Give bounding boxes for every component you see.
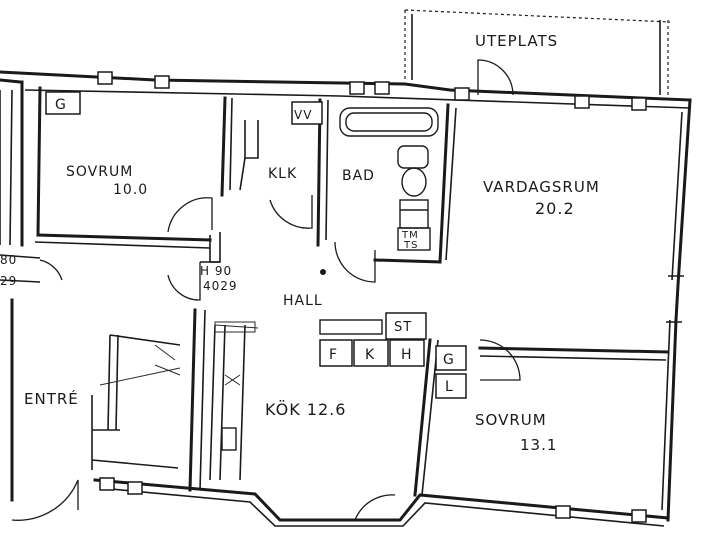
st-symbol: ST	[394, 320, 412, 335]
k-symbol: K	[365, 347, 375, 363]
h-symbol: H	[401, 347, 413, 363]
sovrum-2-area: 13.1	[520, 436, 557, 454]
l-symbol: L	[445, 379, 454, 395]
exterior-walls	[0, 70, 692, 527]
sovrum-1-area: 10.0	[113, 182, 148, 198]
bad-label: BAD	[342, 168, 375, 184]
doors	[11, 59, 521, 521]
patio-outline	[404, 9, 671, 95]
door-dimension-1-bottom: 4029	[203, 279, 238, 293]
kok-label: KÖK 12.6	[265, 400, 346, 419]
vardagsrum-label: VARDAGSRUM	[483, 178, 600, 196]
f-symbol: F	[329, 347, 338, 363]
g-symbol-top: G	[55, 97, 67, 113]
tm-symbol: TM	[401, 230, 419, 241]
klk-label: KLK	[268, 166, 297, 182]
sovrum-1-label: SOVRUM	[66, 164, 133, 180]
vardagsrum-area: 20.2	[535, 199, 575, 218]
ts-symbol: TS	[403, 240, 418, 251]
door-dimension-2-bottom: 29	[0, 274, 17, 288]
entre-label: ENTRÉ	[24, 389, 79, 408]
interior-walls	[0, 86, 670, 497]
g-symbol-mid: G	[443, 352, 455, 368]
bathroom-fixtures	[320, 107, 439, 275]
door-dimension-1-top: H 90	[200, 264, 232, 278]
uteplats-label: UTEPLATS	[475, 32, 558, 50]
kitchen-appliances	[45, 91, 467, 451]
door-dimension-2-top: 80	[0, 253, 17, 267]
vv-symbol: VV	[294, 108, 312, 122]
sovrum-2-label: SOVRUM	[475, 411, 547, 429]
hall-label: HALL	[283, 293, 323, 309]
windows	[97, 71, 647, 523]
